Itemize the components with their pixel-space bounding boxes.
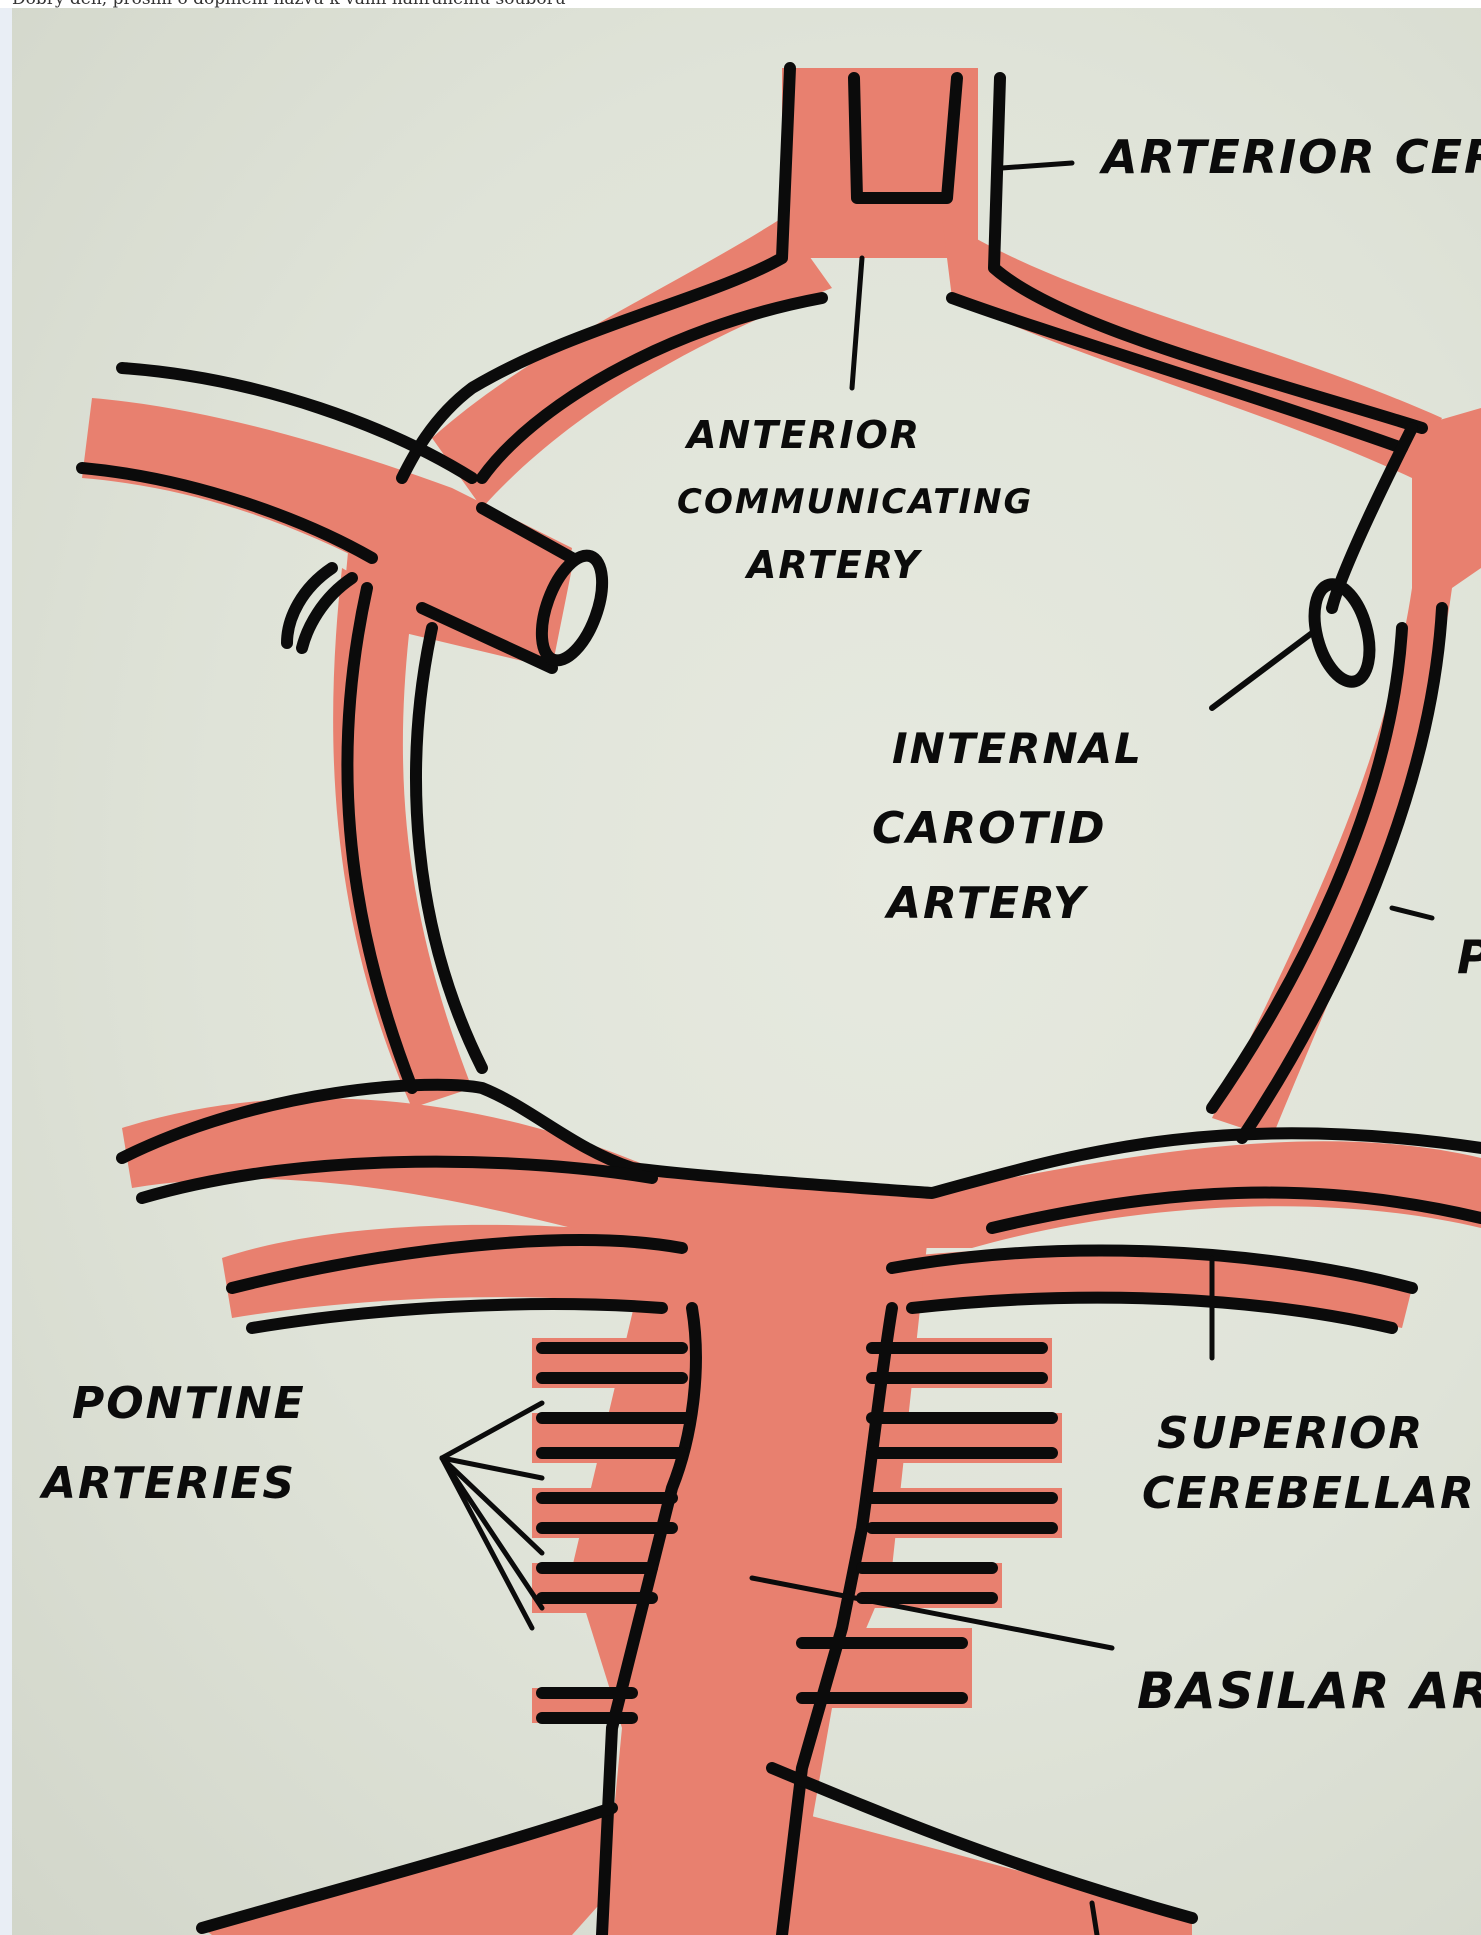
label-basilar: BASILAR AR [1137,1662,1481,1720]
label-anterior-communicating-3: ARTERY [744,543,923,587]
label-posterior-partial: P [1457,930,1481,984]
message-text: Dobrý den, prosím o doplnění názvů k vám… [12,0,566,8]
label-pontine-1: PONTINE [72,1378,306,1429]
label-anterior-communicating-1: ANTERIOR [684,413,921,457]
artery-fills [82,68,1481,1935]
message-strip: Dobrý den, prosím o doplnění názvů k vám… [0,0,1481,8]
circle-of-willis-diagram: ARTERIOR CERE ANTERIOR COMMUNICATING ART… [12,8,1481,1935]
diagram-photo: ARTERIOR CERE ANTERIOR COMMUNICATING ART… [12,8,1481,1935]
label-internal-carotid-2: CAROTID [872,803,1107,854]
label-superior-cerebellar-2: CEREBELLAR [1142,1468,1476,1519]
label-internal-carotid-1: INTERNAL [892,724,1143,773]
label-internal-carotid-3: ARTERY [884,878,1089,929]
label-anterior-cerebral: ARTERIOR CERE [1099,130,1481,184]
label-superior-cerebellar-1: SUPERIOR [1157,1408,1424,1459]
label-pontine-2: ARTERIES [39,1458,296,1509]
label-anterior-communicating-2: COMMUNICATING [677,482,1033,522]
